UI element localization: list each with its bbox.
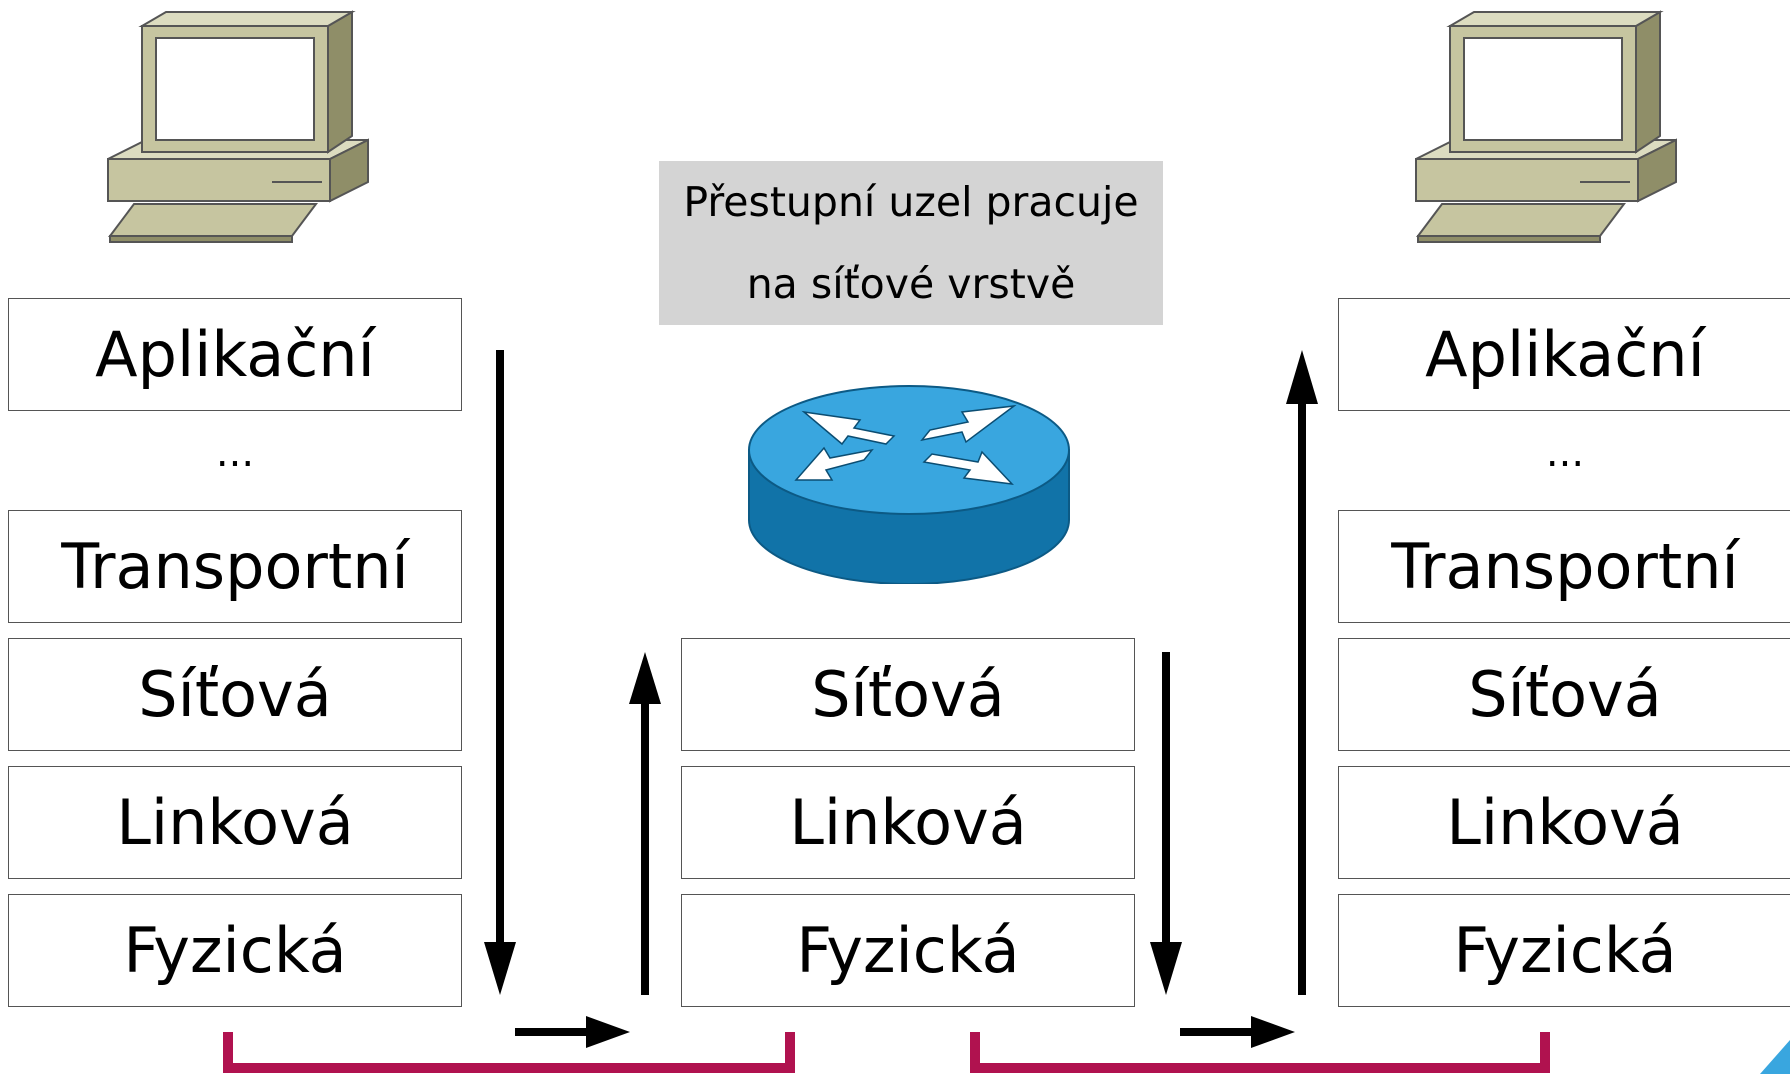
router-note: Přestupní uzel pracuje na síťové vrstvě <box>659 161 1163 325</box>
physical-link-2 <box>970 1032 1550 1073</box>
right-layer-application-label: Aplikační <box>1425 318 1705 391</box>
middle-layer-network-label: Síťová <box>811 658 1005 731</box>
router-note-line-1: Přestupní uzel pracuje <box>683 178 1139 226</box>
right-layer-transport: Transportní <box>1338 510 1790 623</box>
middle-layer-physical: Fyzická <box>681 894 1135 1007</box>
arrow-up-right <box>1286 350 1318 995</box>
left-layer-application-label: Aplikační <box>95 318 375 391</box>
left-layer-physical-label: Fyzická <box>123 914 347 987</box>
middle-layer-link: Linková <box>681 766 1135 879</box>
right-layer-link: Linková <box>1338 766 1790 879</box>
left-layer-application: Aplikační <box>8 298 462 411</box>
arrow-right-link-1 <box>515 1016 630 1048</box>
middle-layer-link-label: Linková <box>789 786 1027 859</box>
middle-layer-physical-label: Fyzická <box>796 914 1020 987</box>
right-layer-ellipsis: ... <box>1545 430 1585 476</box>
right-layer-network: Síťová <box>1338 638 1790 751</box>
left-layer-network-label: Síťová <box>138 658 332 731</box>
arrow-down-left <box>484 350 516 995</box>
right-layer-application: Aplikační <box>1338 298 1790 411</box>
right-layer-physical-label: Fyzická <box>1453 914 1677 987</box>
left-layer-transport: Transportní <box>8 510 462 623</box>
right-layer-physical: Fyzická <box>1338 894 1790 1007</box>
arrow-down-middle-right <box>1150 652 1182 995</box>
right-layer-network-label: Síťová <box>1468 658 1662 731</box>
left-layer-link-label: Linková <box>116 786 354 859</box>
left-layer-network: Síťová <box>8 638 462 751</box>
arrow-right-link-2 <box>1180 1016 1295 1048</box>
router-note-line-2: na síťové vrstvě <box>746 260 1076 308</box>
middle-layer-network: Síťová <box>681 638 1135 751</box>
left-layer-transport-label: Transportní <box>61 530 409 603</box>
left-layer-ellipsis: ... <box>215 430 255 476</box>
right-layer-transport-label: Transportní <box>1391 530 1739 603</box>
router-icon <box>748 385 1070 584</box>
left-layer-physical: Fyzická <box>8 894 462 1007</box>
physical-link-1 <box>223 1032 795 1073</box>
right-layer-link-label: Linková <box>1446 786 1684 859</box>
right-computer-icon <box>1415 10 1677 243</box>
corner-decoration <box>1760 1040 1790 1074</box>
left-layer-link: Linková <box>8 766 462 879</box>
arrow-up-middle-left <box>629 652 661 995</box>
left-computer-icon <box>107 10 369 243</box>
